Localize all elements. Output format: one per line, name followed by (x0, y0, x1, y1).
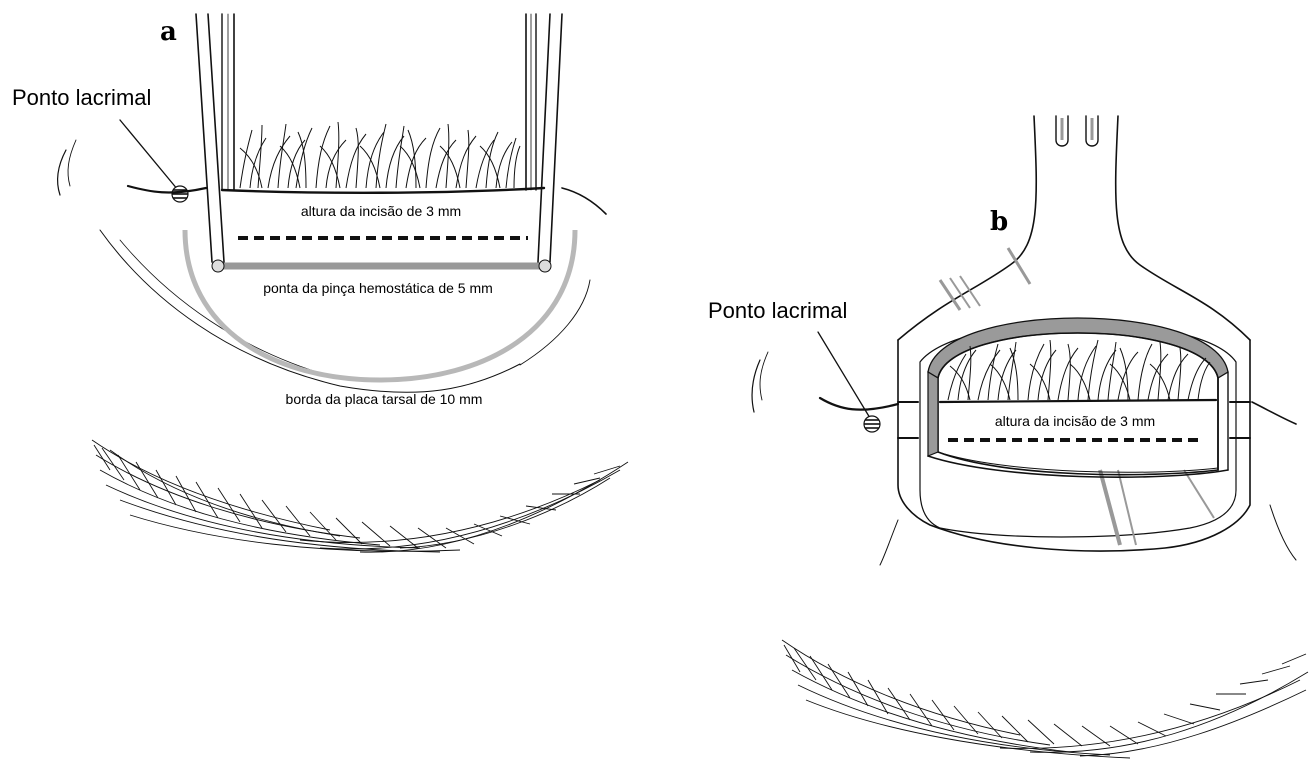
panel-b: b Ponto lacrimal (708, 116, 1308, 758)
panel-a-lid-margin-left (128, 186, 206, 192)
panel-b-lacrimal-label: Ponto lacrimal (708, 298, 847, 323)
panel-a-lid-contour-5 (520, 280, 590, 365)
panel-b-clamp-bottom-bar-2 (938, 452, 1218, 472)
panel-a-lacrimal-pointer (120, 120, 178, 190)
panel-b-lid-sketch-left-2 (760, 352, 768, 400)
panel-b-eyelashes (948, 340, 1210, 400)
panel-a-lacrimal-label: Ponto lacrimal (12, 85, 151, 110)
panel-a-letter: a (160, 17, 177, 47)
panel-a-incision-label: altura da incisão de 3 mm (301, 203, 461, 219)
panel-b-lid-sketch-left (752, 360, 760, 412)
panel-b-eyebrow (782, 640, 1308, 758)
panel-a-tarsal-arc (185, 230, 575, 380)
panel-a-lid-contour-4 (68, 140, 76, 186)
panel-a-eyelashes (240, 122, 520, 188)
panel-b-incision-label: altura da incisão de 3 mm (995, 413, 1155, 429)
panel-a-punctum-marker (172, 186, 188, 202)
panel-a-hemostat-label: ponta da pinça hemostática de 5 mm (263, 280, 493, 296)
panel-b-lid-margin-center (940, 400, 1216, 402)
panel-b-lower-sketch-right (1270, 505, 1296, 560)
panel-a-eyebrow (92, 440, 628, 552)
panel-a-lid-contour-2 (120, 240, 330, 376)
panel-b-lacrimal-pointer (818, 332, 870, 418)
panel-b-letter: b (990, 207, 1008, 237)
panel-a-lid-margin-center (222, 188, 544, 193)
panel-b-lower-sketch-left (880, 520, 898, 565)
panel-a-lid-margin-right (562, 188, 606, 214)
panel-a-clamp (196, 14, 562, 272)
panel-b-lid-margin-right (1252, 402, 1296, 424)
panel-a: a Ponto lacrimal (12, 14, 628, 552)
panel-a-lid-contour-3 (58, 150, 66, 195)
panel-b-clamp-left-bar (928, 372, 938, 456)
panel-b-punctum-marker (864, 416, 880, 432)
panel-b-clamp-window (938, 333, 1218, 475)
panel-a-tarsal-label: borda da placa tarsal de 10 mm (286, 391, 483, 407)
